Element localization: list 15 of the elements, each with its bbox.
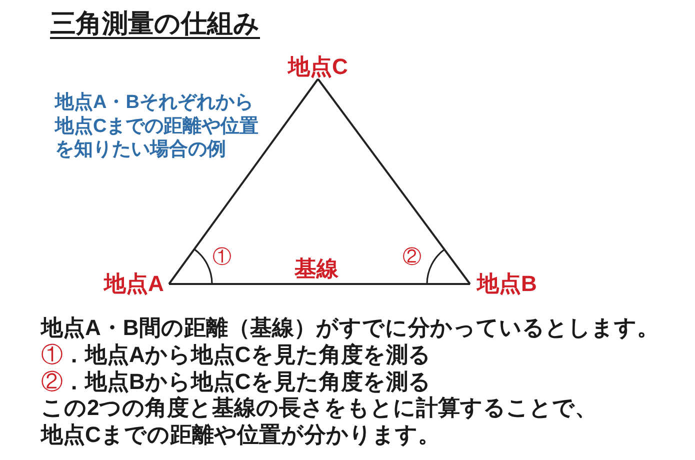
explanation-text: この2つの角度と基線の長さをもとに計算することで、地点Cまでの距離や位置が分かります。: [41, 395, 598, 448]
step-text: ②．地点Bから地点Cを見た角度を測る: [41, 368, 431, 396]
triangle-side: [169, 283, 470, 285]
triangle-side: [317, 78, 471, 285]
triangle-side: [168, 78, 319, 285]
explanation-text: 地点A・B間の距離（基線）がすでに分かっているとします。: [41, 315, 659, 342]
vertex-label: 地点C: [288, 55, 348, 80]
vertex-label: 地点B: [470, 272, 537, 296]
vertex-label: 地点A: [104, 272, 169, 296]
angle-number: ②: [402, 248, 422, 268]
diagram-title: 三角測量の仕組み: [50, 8, 260, 40]
note-text: 地点A・Bそれぞれから地点Cまでの距離や位置を知りたい場合の例: [55, 91, 260, 162]
angle-number: ①: [212, 248, 232, 268]
step-text: ①．地点Aから地点Cを見た角度を測る: [41, 342, 431, 369]
edge-label: 基線: [294, 257, 338, 282]
